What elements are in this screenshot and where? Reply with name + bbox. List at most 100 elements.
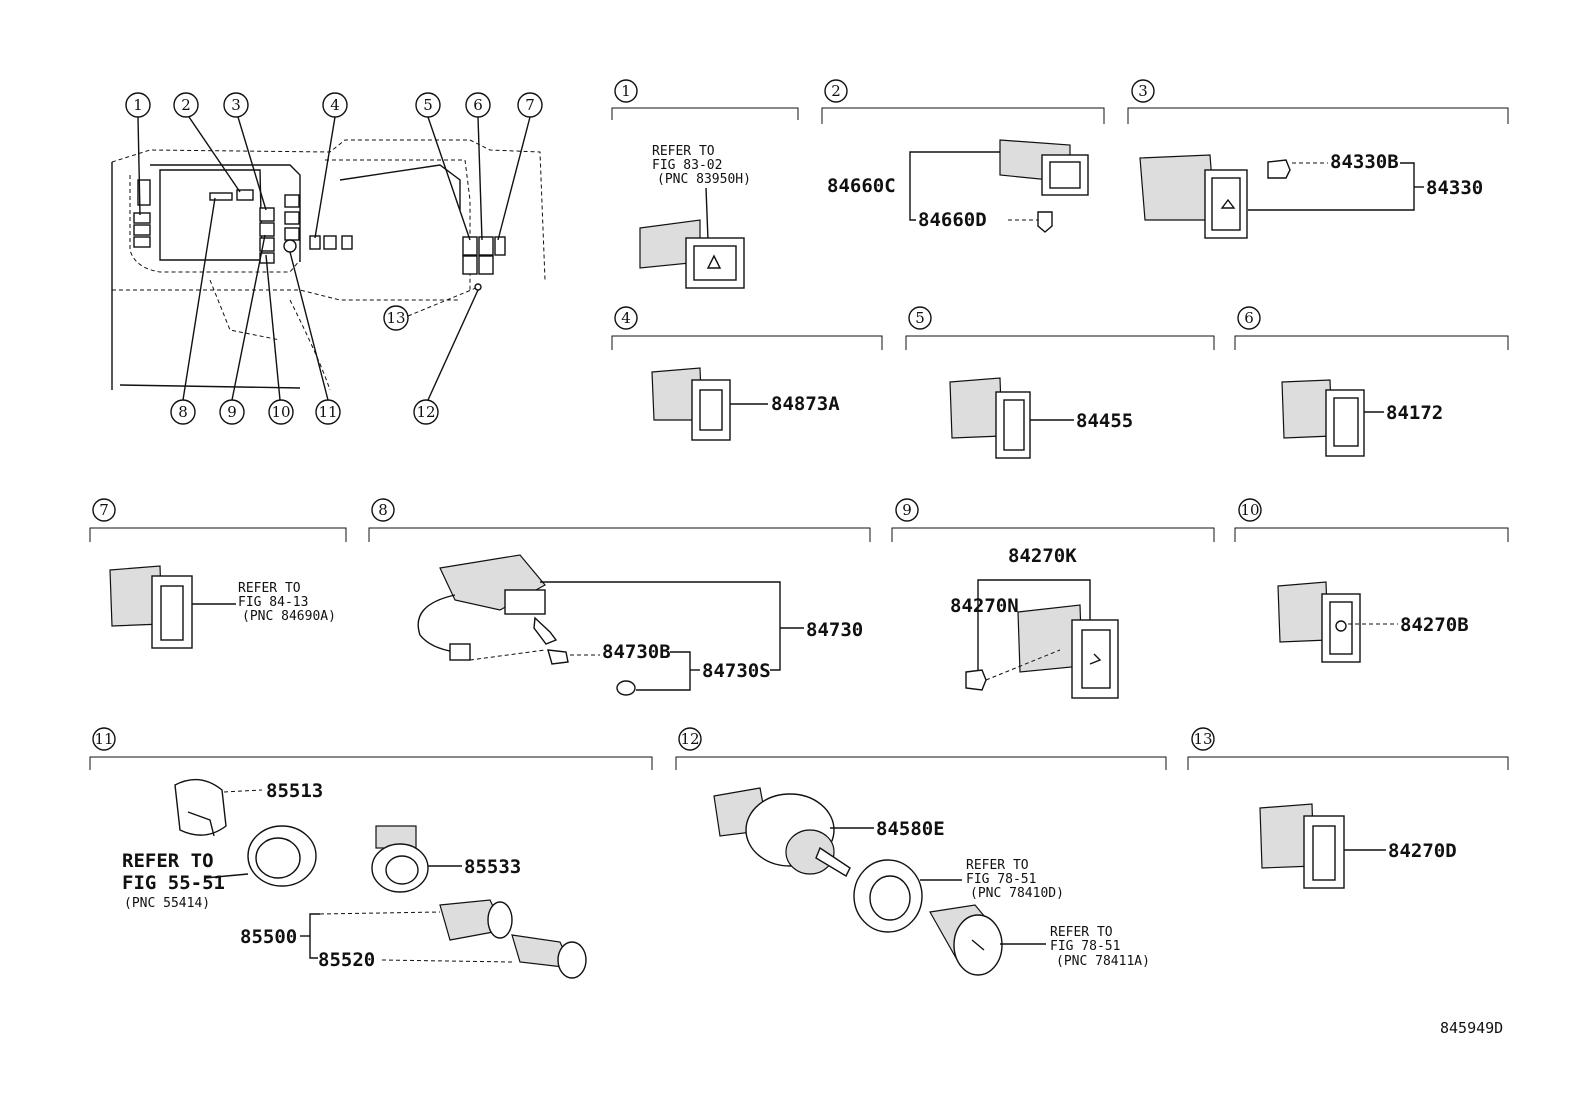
switch-84172-part <box>1281 379 1365 457</box>
section-7-refer-line1: REFER TO <box>238 581 301 596</box>
figure-id: 845949D <box>1440 1019 1503 1037</box>
section-1: 1 REFER TO FIG 83-02 (PNC 83950H) <box>611 79 799 289</box>
switch-84660c-part <box>999 139 1089 196</box>
section-1-refer-line1: REFER TO <box>652 144 715 159</box>
callout-7[interactable]: 7 <box>517 92 543 118</box>
part-84580E: 84580E <box>876 818 945 840</box>
section-11-refer-line3: (PNC 55414) <box>124 896 210 911</box>
part-84270K: 84270K <box>1008 545 1077 567</box>
callout-7-label: 7 <box>525 96 535 114</box>
callout-13-label: 13 <box>386 309 405 327</box>
part-84330B: 84330B <box>1330 151 1399 173</box>
section-11-number: 11 <box>94 730 113 748</box>
switch-84330-part <box>1139 154 1248 239</box>
part-84455: 84455 <box>1076 410 1133 432</box>
switch-84270b-part <box>1277 581 1361 663</box>
section-12-number: 12 <box>680 730 699 748</box>
callout-10[interactable]: 10 <box>268 399 294 425</box>
section-7-refer-line3: (PNC 84690A) <box>242 609 336 624</box>
bulb-84330b-part <box>1267 159 1291 179</box>
section-13-number: 13 <box>1193 730 1212 748</box>
section-12-refer-line3: (PNC 78410D) <box>970 886 1064 901</box>
callout-1[interactable]: 1 <box>125 92 151 118</box>
part-84330: 84330 <box>1426 177 1483 199</box>
callout-11[interactable]: 11 <box>315 399 341 425</box>
knob-part <box>929 904 1003 976</box>
part-84270B: 84270B <box>1400 614 1469 636</box>
section-1-number: 1 <box>621 82 631 100</box>
callout-13[interactable]: 13 <box>383 305 409 331</box>
section-7-refer-line2: FIG 84-13 <box>238 595 308 610</box>
section-12-refer-line1: REFER TO <box>966 858 1029 873</box>
callout-6[interactable]: 6 <box>465 92 491 118</box>
part-84873A: 84873A <box>771 393 840 415</box>
section-11-refer-line1: REFER TO <box>122 850 214 872</box>
socket-85533-part <box>371 825 429 893</box>
ashtray-light-part <box>417 554 636 696</box>
section-10-number: 10 <box>1240 501 1259 519</box>
part-84660D: 84660D <box>918 209 987 231</box>
section-3-number: 3 <box>1138 82 1148 100</box>
section-2-number: 2 <box>831 82 841 100</box>
section-5-number: 5 <box>915 309 925 327</box>
switch-84270k-part <box>965 604 1119 699</box>
callout-8[interactable]: 8 <box>170 399 196 425</box>
part-84660C: 84660C <box>827 175 896 197</box>
section-1-refer-line3: (PNC 83950H) <box>657 172 751 187</box>
lighter-socket-85513-part <box>174 778 227 837</box>
section-7-number: 7 <box>99 501 109 519</box>
part-84270D: 84270D <box>1388 840 1457 862</box>
part-85500: 85500 <box>240 926 297 948</box>
part-84270N: 84270N <box>950 595 1019 617</box>
section-12: 12 84580E REFER TO FIG 78-51 (PNC 78410D… <box>675 727 1167 976</box>
callout-2[interactable]: 2 <box>173 92 199 118</box>
section-12-refer-line2: FIG 78-51 <box>966 872 1036 887</box>
section-8-number: 8 <box>378 501 388 519</box>
part-84730: 84730 <box>806 619 863 641</box>
section-13: 13 84270D <box>1187 727 1509 889</box>
section-3: 3 84330B 84330 <box>1127 79 1509 239</box>
section-12-refer2-line2: FIG 78-51 <box>1050 939 1120 954</box>
section-7: 7 REFER TO FIG 84-13 (PNC 84690A) <box>89 498 347 649</box>
switch-84270d-part <box>1259 803 1345 889</box>
dashboard-overview <box>111 116 546 401</box>
section-6-number: 6 <box>1244 309 1254 327</box>
callout-2-label: 2 <box>181 96 191 114</box>
callout-9[interactable]: 9 <box>219 399 245 425</box>
callout-11-label: 11 <box>318 403 337 421</box>
section-9: 9 84270K 84270N <box>891 498 1215 699</box>
callout-1-label: 1 <box>133 96 143 114</box>
part-85513: 85513 <box>266 780 323 802</box>
section-12-refer2-line1: REFER TO <box>1050 925 1113 940</box>
callout-6-label: 6 <box>473 96 483 114</box>
callout-4[interactable]: 4 <box>322 92 348 118</box>
section-11-refer-line2: FIG 55-51 <box>122 872 225 894</box>
rheostat-84580e-part <box>713 787 851 877</box>
callout-3[interactable]: 3 <box>223 92 249 118</box>
section-12-refer2-line3: (PNC 78411A) <box>1056 954 1150 969</box>
section-9-number: 9 <box>902 501 912 519</box>
part-84730B: 84730B <box>602 641 671 663</box>
lighter-ring-part <box>247 825 317 887</box>
section-5: 5 84455 <box>905 306 1215 459</box>
callout-4-label: 4 <box>330 96 340 114</box>
section-2: 2 84660C 84660D <box>821 79 1105 233</box>
section-4: 4 84873A <box>611 306 883 441</box>
bulb-84660d-part <box>1037 211 1053 233</box>
knob-ring-part <box>853 859 923 933</box>
part-84730S: 84730S <box>702 660 771 682</box>
lighter-element-part <box>439 899 587 979</box>
switch-84690a-part <box>109 565 193 649</box>
section-6: 6 84172 <box>1234 306 1509 457</box>
section-10: 10 84270B <box>1234 498 1509 663</box>
callout-5[interactable]: 5 <box>415 92 441 118</box>
switch-84455-part <box>949 377 1031 459</box>
part-85533: 85533 <box>464 856 521 878</box>
callout-12-label: 12 <box>416 403 435 421</box>
callout-12[interactable]: 12 <box>413 399 439 425</box>
section-8: 8 84730 84730B 84730S <box>368 498 871 696</box>
section-1-refer-line2: FIG 83-02 <box>652 158 722 173</box>
callout-5-label: 5 <box>423 96 433 114</box>
switch-84873a-part <box>651 367 731 441</box>
